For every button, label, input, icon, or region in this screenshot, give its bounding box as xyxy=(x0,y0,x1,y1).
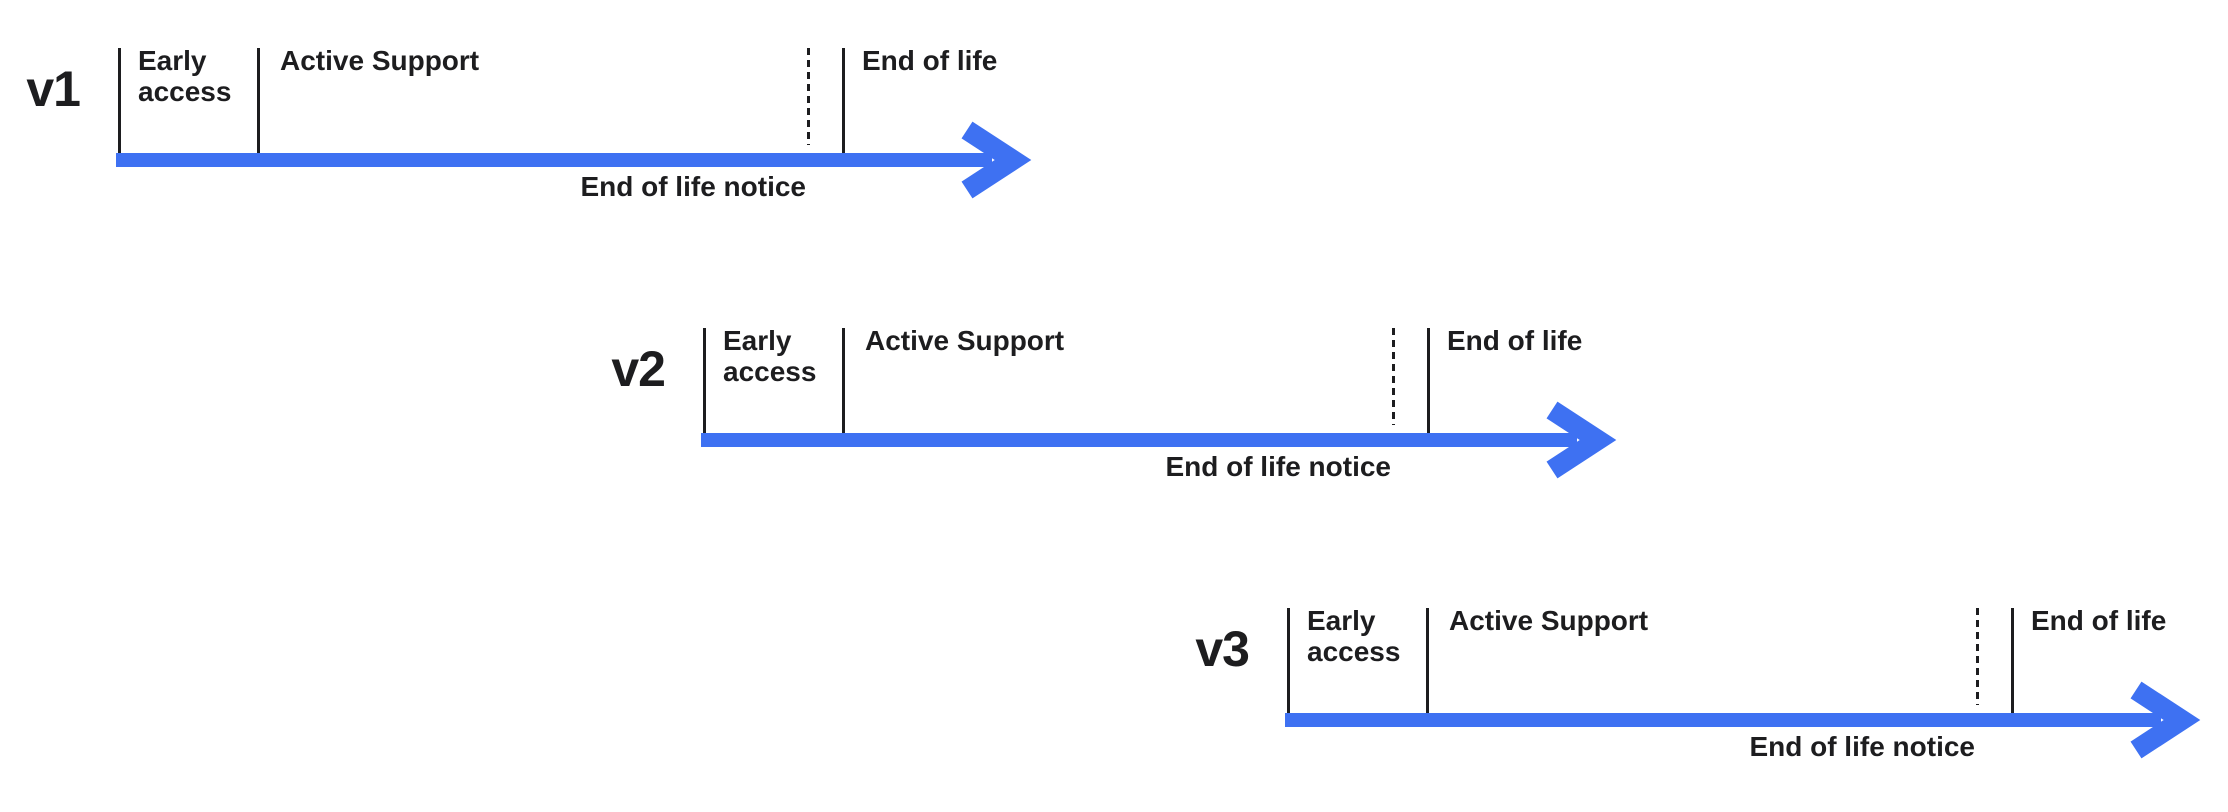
early-access-label: Early access xyxy=(138,45,232,107)
timeline-arrow xyxy=(116,121,1032,199)
early-access-start-tick xyxy=(118,48,121,153)
eol-notice-label: End of life notice xyxy=(580,171,806,202)
early-access-start-tick xyxy=(703,328,706,433)
active-support-label: Active Support xyxy=(865,325,1065,356)
end-of-life-tick xyxy=(1427,328,1430,433)
end-of-life-label: End of life xyxy=(2031,605,2167,636)
eol-notice-dashed-line xyxy=(1392,328,1395,425)
version-label: v1 xyxy=(26,61,81,117)
active-support-label: Active Support xyxy=(1449,605,1649,636)
eol-notice-label: End of life notice xyxy=(1749,731,1975,762)
end-of-life-tick xyxy=(2011,608,2014,713)
eol-notice-dashed-line xyxy=(807,48,810,145)
eol-notice-label: End of life notice xyxy=(1165,451,1391,482)
active-support-start-tick xyxy=(1426,608,1429,713)
timeline-row-v2: v2 Early access Active Support End of li… xyxy=(611,325,1641,508)
version-label: v3 xyxy=(1195,621,1250,677)
end-of-life-label: End of life xyxy=(1447,325,1583,356)
version-label: v2 xyxy=(611,341,666,397)
active-support-start-tick xyxy=(257,48,260,153)
end-of-life-label: End of life xyxy=(862,45,998,76)
timeline-arrow xyxy=(1285,681,2201,759)
timeline-row-v1: v1 Early access Active Support End of li… xyxy=(26,45,1056,228)
active-support-start-tick xyxy=(842,328,845,433)
active-support-label: Active Support xyxy=(280,45,480,76)
timeline-arrow xyxy=(701,401,1617,479)
end-of-life-tick xyxy=(842,48,845,153)
early-access-label: Early access xyxy=(723,325,817,387)
timeline-row-v3: v3 Early access Active Support End of li… xyxy=(1195,605,2225,788)
eol-notice-dashed-line xyxy=(1976,608,1979,705)
early-access-start-tick xyxy=(1287,608,1290,713)
early-access-label: Early access xyxy=(1307,605,1401,667)
